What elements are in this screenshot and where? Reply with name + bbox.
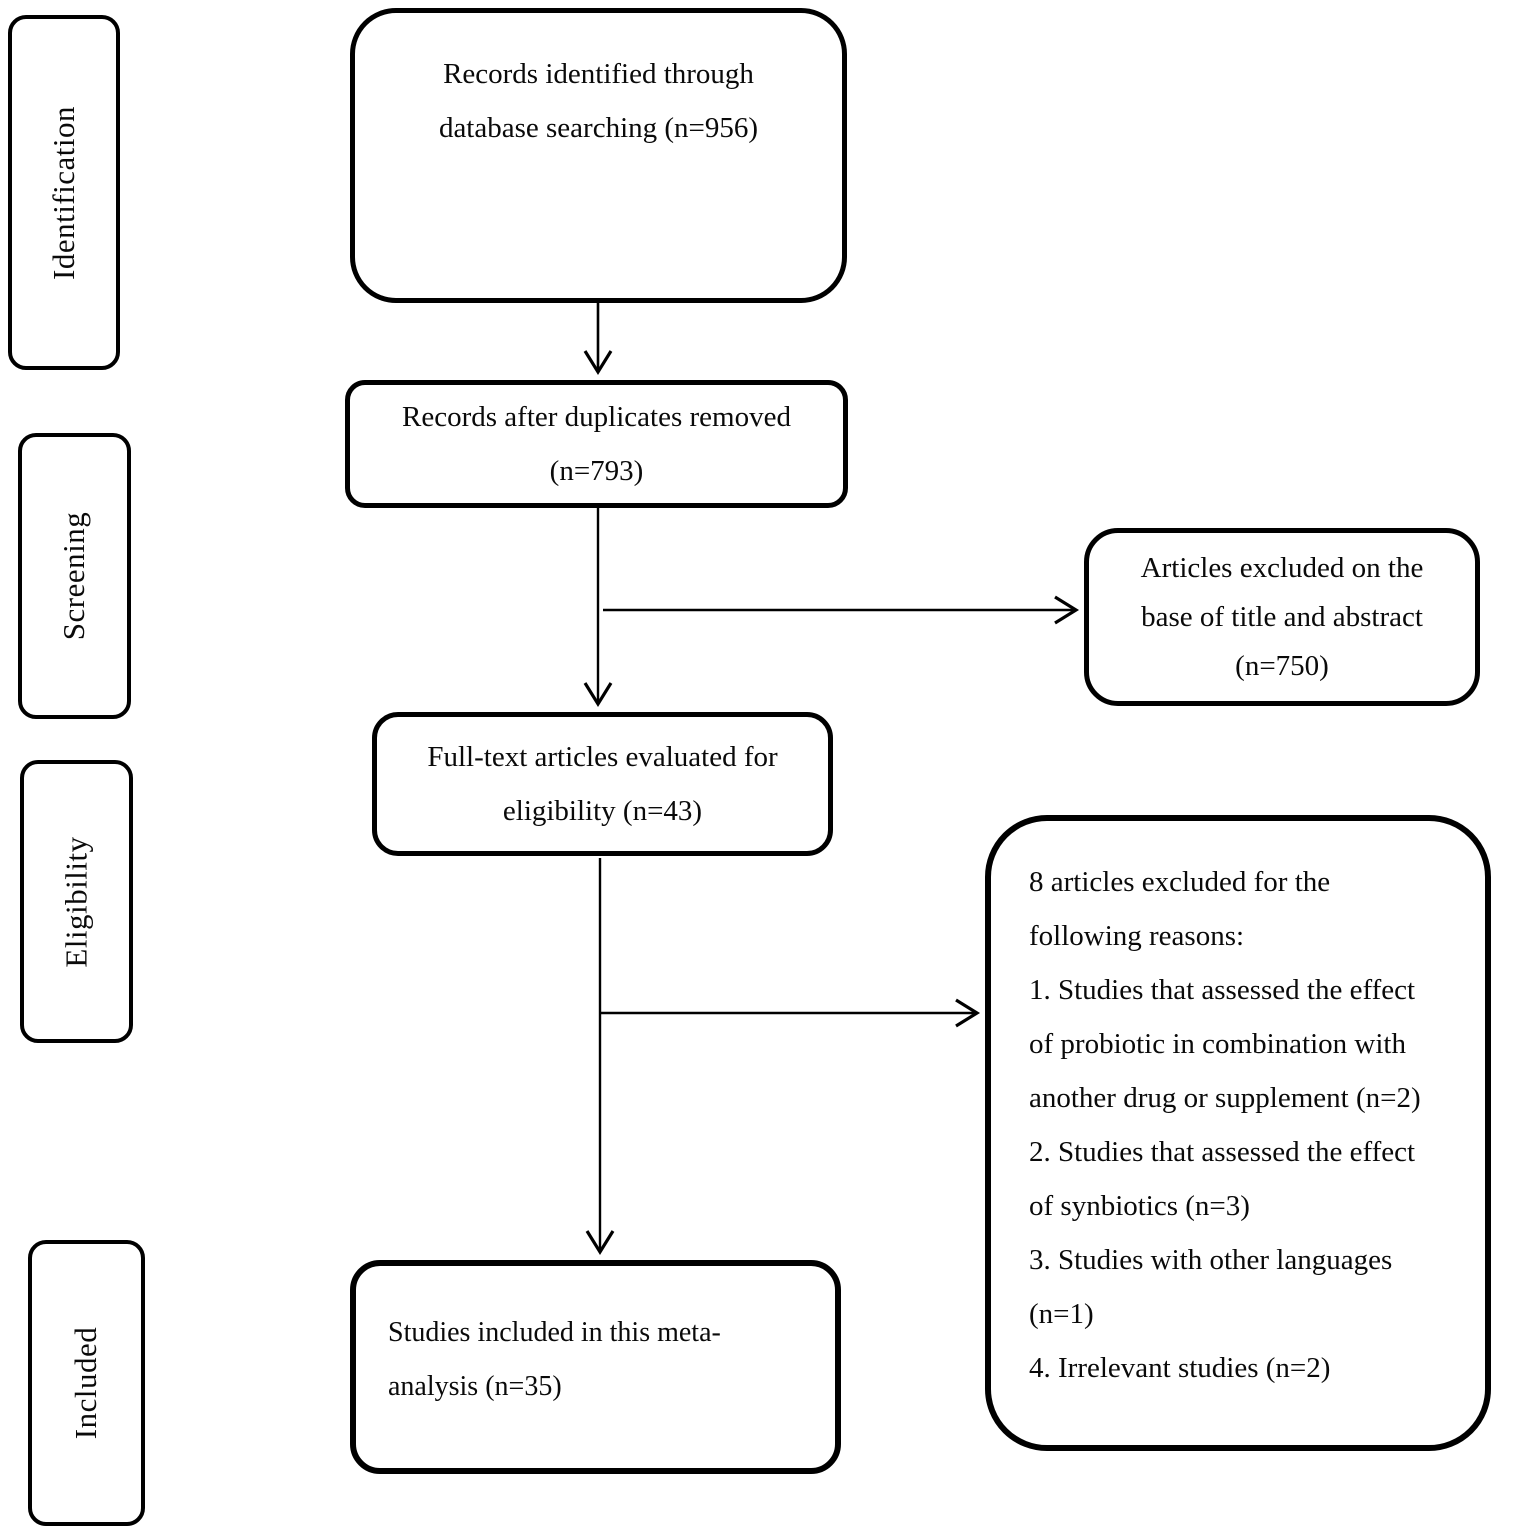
stage-label-screening: Screening bbox=[18, 433, 131, 719]
box-excluded-title-abstract-line: base of title and abstract bbox=[1141, 600, 1423, 633]
box-records-identified-line: database searching (n=956) bbox=[438, 112, 759, 144]
box-fulltext-evaluated: Full-text articles evaluated for eligibi… bbox=[372, 712, 833, 856]
stage-label-screening-text: Screening bbox=[56, 511, 92, 641]
box-included-studies: Studies included in this meta- analysis … bbox=[350, 1260, 841, 1474]
box-excluded-title-abstract-line: (n=750) bbox=[1235, 649, 1329, 682]
box-excluded-fulltext-reasons-line: 3. Studies with other languages bbox=[1029, 1244, 1393, 1276]
stage-label-eligibility: Eligibility bbox=[20, 760, 133, 1043]
stage-label-included-text: Included bbox=[68, 1326, 104, 1440]
box-fulltext-evaluated-line: Full-text articles evaluated for bbox=[427, 741, 778, 773]
stage-label-included: Included bbox=[28, 1240, 145, 1526]
box-fulltext-evaluated-line: eligibility (n=43) bbox=[502, 795, 703, 827]
box-excluded-fulltext-reasons-line: 2. Studies that assessed the effect bbox=[1029, 1136, 1416, 1168]
box-records-identified: Records identified through database sear… bbox=[350, 8, 847, 303]
box-excluded-fulltext-reasons-line: 8 articles excluded for the bbox=[1029, 866, 1331, 898]
box-excluded-fulltext-reasons-line: another drug or supplement (n=2) bbox=[1029, 1082, 1421, 1114]
box-excluded-fulltext-reasons-line: following reasons: bbox=[1029, 920, 1245, 952]
box-excluded-fulltext-reasons-line: of probiotic in combination with bbox=[1029, 1028, 1406, 1060]
stage-label-identification-text: Identification bbox=[46, 105, 81, 280]
box-duplicates-removed-line: (n=793) bbox=[549, 455, 644, 487]
box-included-studies-line: Studies included in this meta- bbox=[388, 1317, 721, 1348]
box-excluded-fulltext-reasons-line: (n=1) bbox=[1029, 1298, 1094, 1330]
box-duplicates-removed-line: Records after duplicates removed bbox=[402, 401, 791, 433]
box-duplicates-removed: Records after duplicates removed (n=793) bbox=[345, 380, 848, 508]
stage-label-identification: Identification bbox=[8, 15, 120, 370]
box-records-identified-line: Records identified through bbox=[443, 58, 754, 90]
box-included-studies-line: analysis (n=35) bbox=[388, 1371, 562, 1402]
box-excluded-fulltext-reasons-line: of synbiotics (n=3) bbox=[1029, 1190, 1250, 1222]
box-excluded-title-abstract-line: Articles excluded on the bbox=[1140, 551, 1424, 584]
stage-label-eligibility-text: Eligibility bbox=[58, 835, 94, 968]
box-excluded-fulltext-reasons-line: 1. Studies that assessed the effect bbox=[1029, 974, 1416, 1006]
box-excluded-fulltext-reasons-line: 4. Irrelevant studies (n=2) bbox=[1029, 1352, 1331, 1384]
box-excluded-title-abstract: Articles excluded on the base of title a… bbox=[1084, 528, 1480, 706]
box-excluded-fulltext-reasons: 8 articles excluded for the following re… bbox=[985, 815, 1491, 1451]
